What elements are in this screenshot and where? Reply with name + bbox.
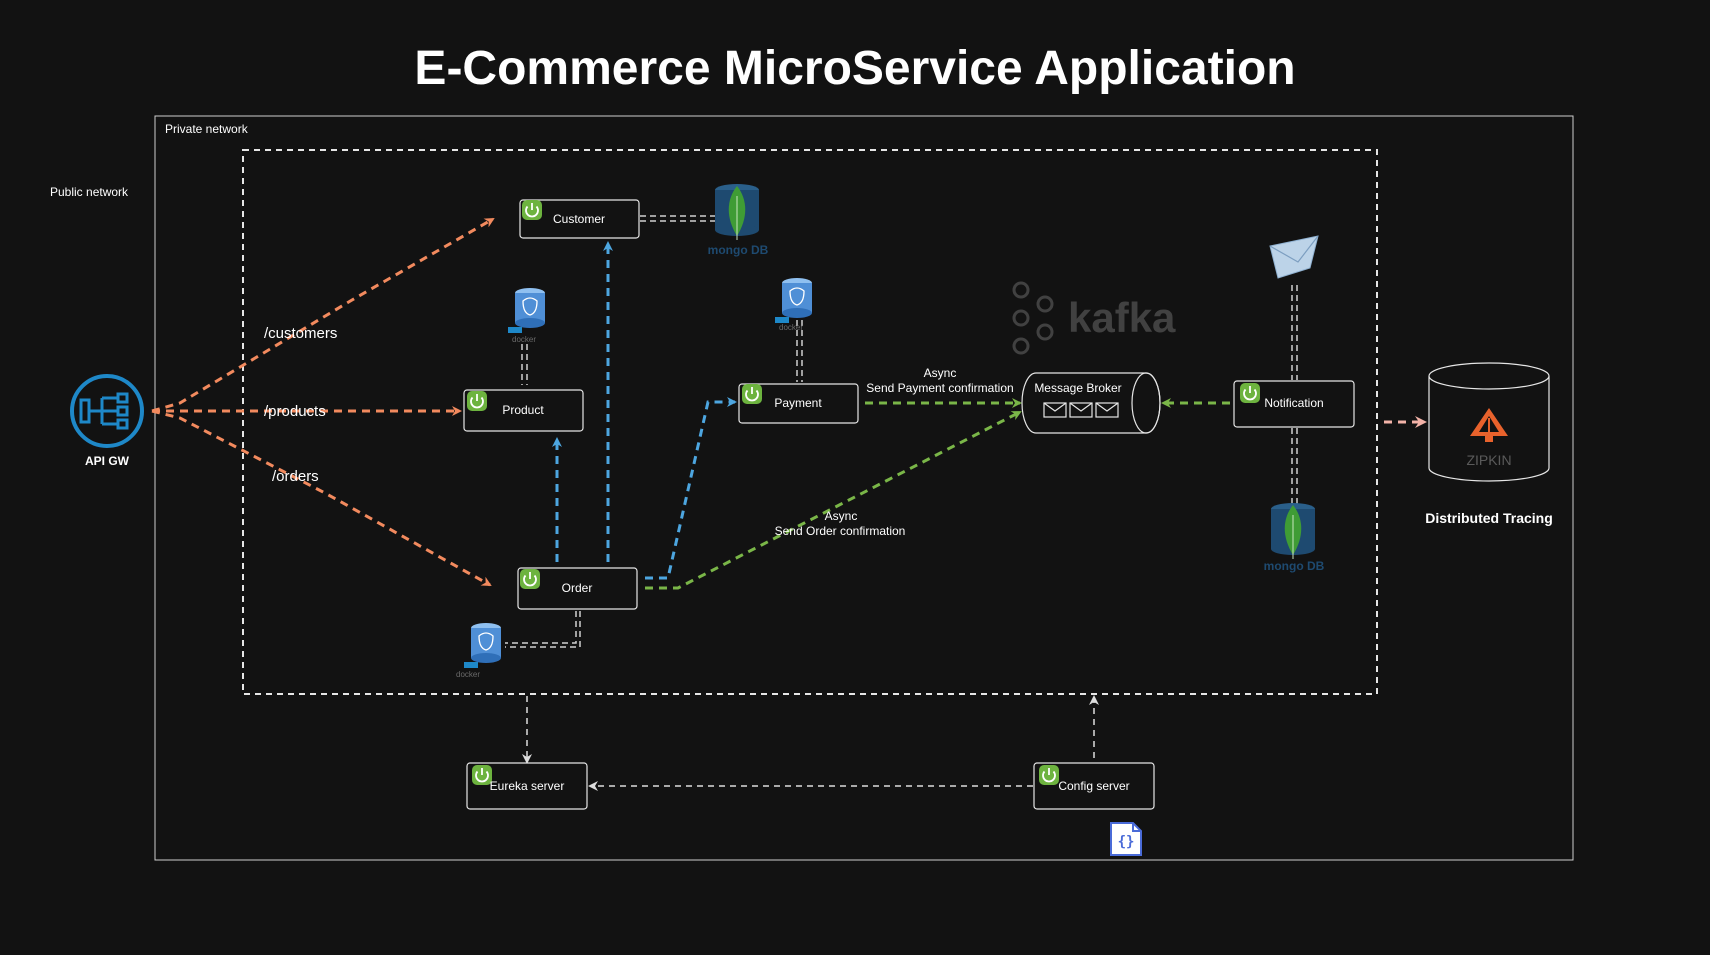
product-label: Product	[502, 403, 544, 417]
customer-label: Customer	[553, 212, 605, 226]
mail-icon	[1269, 235, 1319, 279]
mongodb-label: mongo DB	[708, 243, 769, 257]
payment-service[interactable]: Payment	[738, 383, 859, 424]
spring-power-icon	[472, 765, 492, 785]
postgres-docker-icon: docker	[508, 288, 545, 344]
svg-text:docker: docker	[512, 335, 536, 344]
postgres-docker-icon: docker	[456, 623, 501, 679]
notification-label: Notification	[1264, 396, 1323, 410]
customer-service[interactable]: Customer	[519, 199, 640, 239]
product-service[interactable]: Product	[463, 389, 584, 432]
kafka-logo: kafka	[1012, 281, 1176, 355]
spring-power-icon	[520, 569, 540, 589]
order-to-broker-arrow	[645, 410, 1022, 590]
page-title: E-Commerce MicroService Application	[414, 42, 1295, 95]
config-label: Config server	[1058, 779, 1129, 793]
spring-power-icon	[1240, 383, 1260, 403]
zipkin-store[interactable]: ZIPKIN	[1428, 362, 1550, 482]
zipkin-logo-text: ZIPKIN	[1466, 452, 1511, 468]
payment-async-label: Async	[924, 366, 957, 380]
postgres-docker-icon: docker	[775, 278, 812, 332]
notification-service[interactable]: Notification	[1233, 380, 1355, 428]
route-arrow-customers	[151, 217, 495, 413]
broker-label: Message Broker	[1034, 381, 1121, 395]
payment-async-desc: Send Payment confirmation	[866, 381, 1013, 395]
svg-text:{}: {}	[1118, 834, 1135, 850]
db-connectors	[505, 215, 1298, 648]
eureka-service[interactable]: Eureka server	[466, 762, 588, 810]
svg-text:docker: docker	[456, 670, 480, 679]
envelope-icon	[1043, 402, 1119, 418]
message-broker[interactable]: Message Broker	[1021, 372, 1161, 434]
public-network-label: Public network	[50, 185, 129, 199]
route-label-orders: /orders	[272, 468, 319, 485]
spring-power-icon	[467, 391, 487, 411]
private-network-box	[154, 115, 1574, 861]
mongodb-icon: mongo DB	[1264, 503, 1325, 573]
api-gateway-icon[interactable]	[70, 374, 144, 448]
route-label-customers: /customers	[264, 325, 337, 342]
zipkin-icon	[1470, 408, 1508, 442]
config-service[interactable]: Config server	[1033, 762, 1155, 810]
spring-power-icon	[742, 384, 762, 404]
order-service[interactable]: Order	[517, 567, 638, 610]
route-label-products: /products	[264, 403, 326, 420]
services-boundary	[242, 149, 1378, 695]
spring-power-icon	[522, 200, 542, 220]
mongodb-icon: mongo DB	[708, 184, 769, 257]
order-to-payment-arrow	[645, 397, 737, 580]
svg-text:kafka: kafka	[1068, 294, 1176, 341]
eureka-label: Eureka server	[490, 779, 565, 793]
mongodb-label: mongo DB	[1264, 559, 1325, 573]
tracing-label: Distributed Tracing	[1425, 510, 1553, 526]
payment-label: Payment	[774, 396, 822, 410]
api-gateway-label: API GW	[85, 454, 130, 468]
order-label: Order	[562, 581, 593, 595]
order-async-desc: Send Order confirmation	[775, 524, 906, 538]
spring-power-icon	[1039, 765, 1059, 785]
json-file-icon: {}	[1110, 822, 1142, 856]
order-async-label: Async	[825, 509, 858, 523]
route-arrow-orders	[151, 409, 492, 587]
svg-text:docker: docker	[779, 323, 803, 332]
private-network-label: Private network	[165, 122, 249, 136]
